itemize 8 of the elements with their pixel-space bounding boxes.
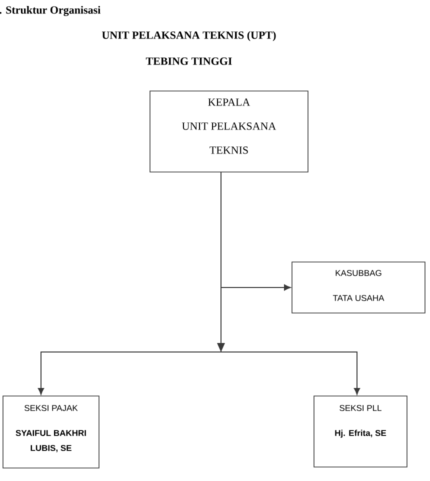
connector-arrow [220,284,291,291]
org-box: SEKSI PAJAK SYAIFUL BAKHRI LUBIS, SE [2,396,100,468]
connector-arrow [220,352,360,395]
heading-text: . Struktur Organisasi [0,6,100,16]
org-box: KASUBBAG TATA USAHA [292,262,426,314]
org-box: SEKSI PLL Hj. Efrita, SE [314,396,408,468]
org-box: KEPALA UNIT PELAKSANA TEKNIS [150,90,308,172]
title-text: UNIT PELAKSANA TEKNIS (UPT) TEBING TINGGI [102,31,276,65]
